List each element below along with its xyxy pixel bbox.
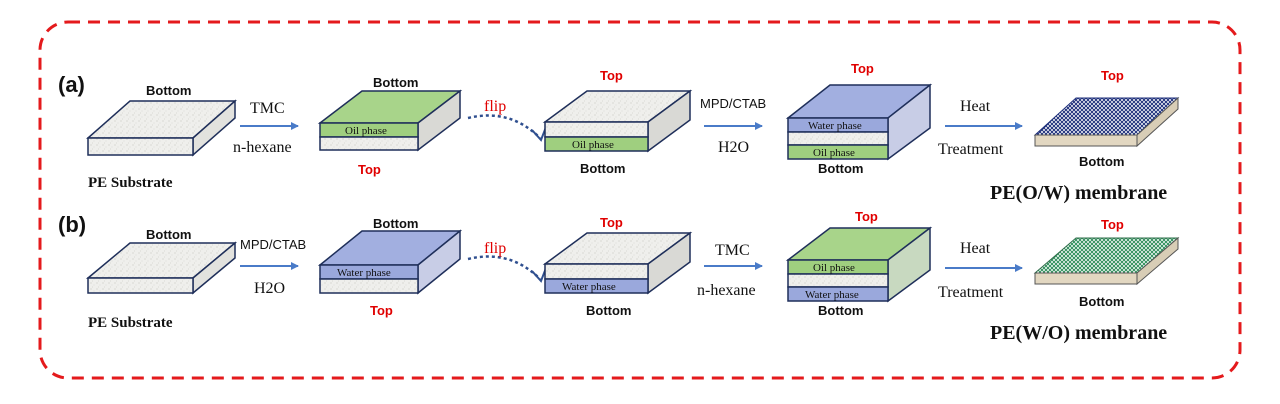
row-b-sheet2-upper-label: Top [600,215,623,230]
substrate-layer [787,273,889,288]
row-a-sheet1-layer-label: Oil phase [345,125,387,137]
row-b: (b) Bottom PE Substrate MPD/CTAB H2O Bot… [58,209,1180,344]
row-a-sheet2 [542,89,693,153]
row-b-sheet2 [542,231,693,295]
row-a: (a) Bottom PE Substrate TMC n-hexane Bot… [58,61,1180,204]
row-a-sheet3-upper-label: Top [851,61,874,76]
row-b-membrane-label: PE(W/O) membrane [990,322,1167,344]
row-b-step3-line1: Heat [960,240,991,257]
row-b-sheet1-upper-label: Bottom [373,216,419,231]
row-a-substrate-face-label: Bottom [146,83,192,98]
row-b-sheet3-lower-label: Bottom [818,303,864,318]
row-a-substrate [86,99,237,157]
row-a-sheet3 [785,83,933,161]
row-a-tag: (a) [58,72,85,97]
row-b-membrane-upper-label: Top [1101,217,1124,232]
row-b-flip-label: flip [484,240,506,257]
row-a-substrate-label: PE Substrate [88,175,173,191]
row-b-sheet3 [785,226,933,303]
substrate-layer [787,131,889,146]
row-b-membrane-lower-label: Bottom [1079,294,1125,309]
row-b-sheet2-layer-label: Water phase [562,281,616,293]
row-b-sheet1-lower-label: Top [370,303,393,318]
row-b-substrate-face-label: Bottom [146,227,192,242]
row-b-step1-reagent: MPD/CTAB [240,237,306,252]
row-a-flip-arrowhead [531,126,547,142]
membrane-front-face [1034,134,1138,147]
row-a-sheet3-lower-label: Bottom [818,161,864,176]
substrate-layer [319,136,419,151]
row-a-sheet2-layer-label: Oil phase [572,139,614,151]
row-b-substrate-label: PE Substrate [88,315,173,331]
row-a-flip-label: flip [484,98,506,115]
row-a-sheet1-upper-label: Bottom [373,75,419,90]
substrate-layer [544,121,649,138]
row-a-membrane-label: PE(O/W) membrane [990,182,1167,204]
row-b-sheet3-layer-bottom-label: Water phase [805,289,859,301]
row-b-step1-solvent: H2O [254,280,285,297]
dashed-frame [38,20,1242,380]
row-a-sheet2-lower-label: Bottom [580,161,626,176]
row-a-step2-solvent: H2O [718,139,749,156]
row-b-sheet2-lower-label: Bottom [586,303,632,318]
row-a-step3-line1: Heat [960,98,991,115]
water-phase-layer [544,278,649,294]
row-a-step1-reagent: TMC [250,100,285,117]
row-b-sheet3-upper-label: Top [855,209,878,224]
oil-phase-layer [787,144,889,160]
row-b-flip-arrow [467,255,541,280]
row-b-sheet3-layer-top-label: Oil phase [813,262,855,274]
row-a-membrane [1033,96,1180,148]
water-phase-layer [787,286,889,302]
row-a-sheet3-layer-bottom-label: Oil phase [813,147,855,159]
row-a-sheet1 [317,89,463,152]
oil-phase-layer [544,136,649,152]
row-b-tag: (b) [58,212,86,237]
membrane-top-face [1033,97,1180,136]
membrane-front-face [1034,272,1138,285]
row-b-step3-line2: Treatment [938,284,1004,301]
substrate-layer [319,278,419,294]
substrate-front-face [87,137,194,156]
row-b-membrane [1033,236,1180,286]
row-a-step2-reagent: MPD/CTAB [700,96,766,111]
substrate-layer [544,263,649,280]
row-a-membrane-lower-label: Bottom [1079,154,1125,169]
row-b-step2-reagent: TMC [715,242,750,259]
row-a-sheet2-upper-label: Top [600,68,623,83]
row-a-flip-arrow [467,114,541,139]
row-a-sheet1-lower-label: Top [358,162,381,177]
row-b-step2-solvent: n-hexane [697,282,756,299]
row-b-flip-arrowhead [531,267,547,283]
row-a-membrane-upper-label: Top [1101,68,1124,83]
row-b-sheet1 [317,229,463,295]
row-a-sheet3-layer-top-label: Water phase [808,120,862,132]
row-b-substrate [85,241,238,295]
row-b-sheet1-layer-label: Water phase [337,267,391,279]
row-a-step1-solvent: n-hexane [233,139,292,156]
row-a-step3-line2: Treatment [938,141,1004,158]
substrate-front-face [87,277,194,294]
